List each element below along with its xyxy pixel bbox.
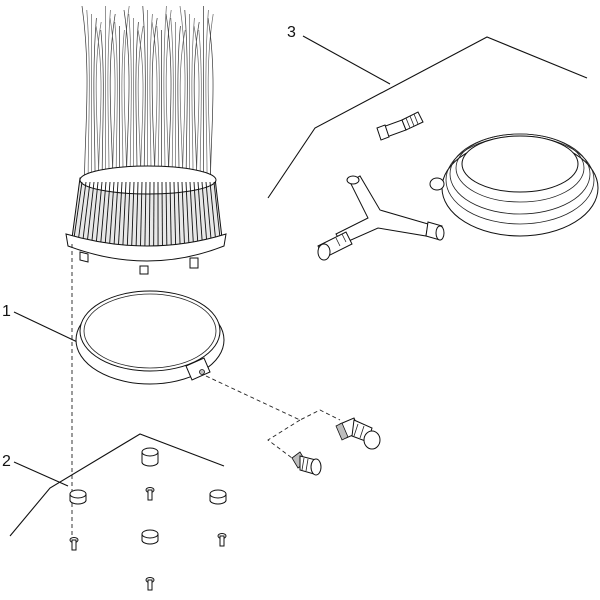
- cage-rib: [144, 181, 147, 252]
- cage-rib: [117, 181, 123, 250]
- cage-rib: [77, 181, 87, 240]
- filter-base-flange: [65, 233, 227, 262]
- large-barb-fitting: [335, 417, 381, 450]
- cage-rib: [181, 181, 186, 248]
- cage-rib: [126, 181, 131, 251]
- cage-rib: [100, 181, 107, 246]
- callout-3-label: 3: [287, 24, 296, 41]
- cage-rib: [173, 181, 177, 250]
- screw-icon: [145, 577, 155, 591]
- cage-rib: [213, 181, 221, 239]
- screw-icon: [145, 487, 155, 501]
- cage-rib: [205, 181, 212, 241]
- callout-3-leader: [302, 35, 391, 85]
- cage-rib: [82, 181, 91, 241]
- clamp-fitting-dashed-line: [205, 375, 341, 421]
- hose-fittings: [291, 417, 381, 476]
- cage-rib: [189, 181, 194, 246]
- base-panel-outline: [9, 433, 225, 537]
- callout-2-label: 2: [2, 453, 11, 470]
- cage-rib: [193, 181, 199, 245]
- base-plate: 2: [2, 433, 227, 591]
- cage-rib: [185, 181, 190, 247]
- cage-rib: [122, 181, 127, 251]
- y-connector-fitting: [317, 175, 445, 261]
- cage-rib: [86, 181, 95, 242]
- cage-rib: [139, 181, 143, 252]
- cage-rib: [73, 181, 83, 239]
- cage-rib: [201, 181, 208, 242]
- screw-icon: [217, 533, 227, 547]
- brush-filter: [65, 5, 227, 275]
- callout-1-label: 1: [2, 303, 11, 320]
- spacer-boss: [141, 447, 159, 467]
- cage-rib: [177, 181, 181, 249]
- spacer-boss: [69, 489, 87, 505]
- accessory-kit-group: 3: [267, 24, 599, 261]
- filter-cage-ribs: [73, 181, 221, 252]
- cage-rib: [113, 181, 119, 249]
- cage-rib: [135, 181, 139, 252]
- cage-rib: [108, 181, 115, 248]
- cage-rib: [209, 181, 217, 240]
- callout-2-leader: [13, 461, 69, 487]
- cage-rib: [197, 181, 203, 244]
- coiled-hose: [429, 133, 599, 237]
- cage-rib: [95, 181, 103, 245]
- cage-rib: [165, 181, 168, 251]
- cage-rib: [104, 181, 111, 247]
- spacer-boss: [209, 489, 227, 505]
- cage-rib: [148, 181, 151, 252]
- screw-icon: [69, 537, 79, 551]
- cage-rib: [131, 181, 135, 252]
- accessory-panel-outline: [267, 36, 588, 199]
- straight-nipple-fitting: [376, 111, 424, 141]
- clamp-ring: 1: [2, 290, 225, 385]
- cage-rib: [169, 181, 172, 251]
- cage-rib: [91, 181, 99, 244]
- small-barb-fitting: [291, 451, 322, 476]
- spacer-boss: [141, 529, 159, 545]
